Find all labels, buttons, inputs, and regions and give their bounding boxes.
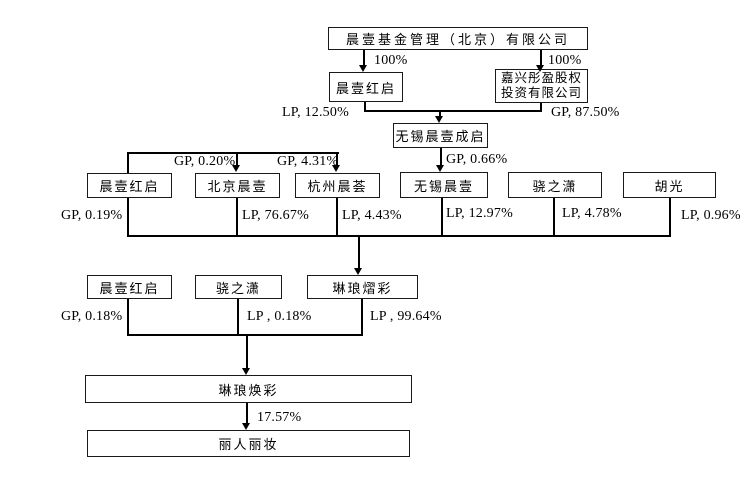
edge-merge-drop — [439, 110, 441, 117]
arrowhead-into-wuxi-chengqi — [435, 116, 443, 123]
edge-xiaozhixiao-mid-bus — [553, 198, 555, 237]
label-pct-100-right: 100% — [548, 53, 582, 68]
node-hangzhou-chenhui: 杭州晨荟 — [295, 173, 380, 198]
label-pct-1757: 17.57% — [257, 410, 302, 425]
label-gp-018: GP, 0.18% — [61, 309, 123, 324]
label-lp-018: LP , 0.18% — [247, 309, 312, 324]
label-lp-096: LP, 0.96% — [681, 208, 741, 223]
node-beijing-chenyi: 北京晨壹 — [195, 173, 280, 198]
edge-wuxichenyi-bus — [441, 198, 443, 237]
edge-bus-drop-yicai — [358, 235, 360, 269]
label-gp-431: GP, 4.31% — [277, 154, 339, 169]
label-lp-443: LP, 4.43% — [342, 208, 402, 223]
arrowhead-into-hangzhou-chenhui — [332, 165, 340, 172]
edge-partners-bus2 — [127, 334, 363, 336]
label-lp-9964: LP , 99.64% — [370, 309, 442, 324]
node-wuxi-chengqi: 无锡晨壹成启 — [393, 123, 488, 148]
edge-yicai-bus — [361, 299, 363, 336]
arrowhead-into-jiaxing — [536, 65, 544, 72]
node-jiaxing-tongying: 嘉兴彤盈股权 投资有限公司 — [495, 69, 588, 103]
node-linlang-huancai: 琳琅焕彩 — [85, 375, 412, 403]
edge-beijing-bus — [236, 198, 238, 237]
edge-bus2-drop-huancai — [246, 334, 248, 369]
label-lp-1297: LP, 12.97% — [446, 206, 513, 221]
edge-hangzhou-bus — [336, 198, 338, 237]
edge-hongqi-mid-bus — [127, 198, 129, 237]
edge-hongqi-low-bus — [127, 299, 129, 336]
label-lp-7667: LP, 76.67% — [242, 208, 309, 223]
edge-xiaozhixiao-low-bus — [237, 299, 239, 336]
arrowhead-into-hongqi-top — [359, 65, 367, 72]
node-xiaozhixiao-mid: 骁之潇 — [508, 172, 602, 198]
label-gp-020: GP, 0.20% — [174, 154, 236, 169]
label-lp-1250: LP, 12.50% — [282, 105, 349, 120]
edge-merge-horizontal — [364, 110, 542, 112]
node-linlang-yicai: 琳琅熠彩 — [307, 275, 418, 299]
edge-fundmgmt-jiaxing — [540, 50, 542, 66]
node-jiaxing-line2: 投资有限公司 — [500, 86, 582, 100]
node-fund-mgmt: 晨壹基金管理（北京）有限公司 — [328, 27, 588, 50]
node-hu-guang: 胡光 — [623, 172, 716, 198]
label-lp-478: LP, 4.78% — [562, 206, 622, 221]
arrowhead-into-linlang-huancai — [242, 368, 250, 375]
label-gp-8750: GP, 87.50% — [551, 105, 620, 120]
arrowhead-into-liren-lizhuang — [242, 423, 250, 430]
edge-huancai-lizhuang — [246, 403, 248, 424]
node-xiaozhixiao-low: 骁之潇 — [195, 275, 282, 299]
arrowhead-into-wuxi-chenyi — [436, 165, 444, 172]
arrowhead-into-beijing-chenyi — [232, 165, 240, 172]
label-gp-019: GP, 0.19% — [61, 208, 123, 223]
node-chenyi-hongqi-low: 晨壹红启 — [87, 275, 172, 299]
edge-gp-drop-hangzhou — [336, 152, 338, 166]
edge-chengqi-wuxichenyi — [440, 148, 442, 166]
arrowhead-into-linlang-yicai — [354, 268, 362, 275]
node-wuxi-chenyi: 无锡晨壹 — [400, 172, 488, 198]
edge-fundmgmt-hongqi — [363, 50, 365, 66]
node-chenyi-hongqi-mid: 晨壹红启 — [87, 173, 172, 198]
node-chenyi-hongqi-top: 晨壹红启 — [329, 72, 403, 102]
edge-gp-drop-beijing — [236, 152, 238, 166]
label-pct-100-left: 100% — [374, 53, 408, 68]
node-liren-lizhuang: 丽人丽妆 — [87, 430, 410, 457]
edge-gp-branch-horizontal — [127, 152, 339, 154]
node-jiaxing-line1: 嘉兴彤盈股权 — [500, 71, 582, 85]
edge-hongqi-down — [364, 102, 366, 112]
label-gp-066: GP, 0.66% — [446, 152, 508, 167]
edge-hongqi-mid-up — [127, 152, 129, 173]
edge-jiaxing-down — [540, 103, 542, 112]
edge-partners-bus — [127, 235, 671, 237]
edge-huguang-bus — [669, 198, 671, 237]
